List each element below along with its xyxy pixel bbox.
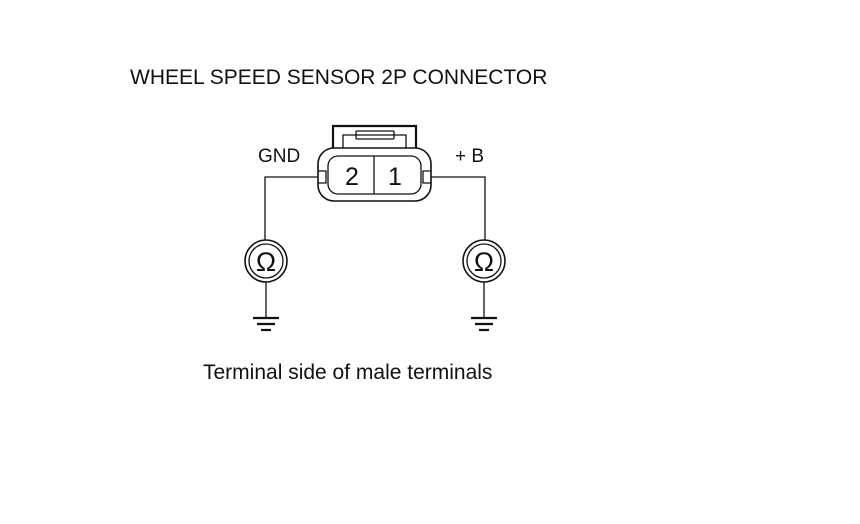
pin-1-number: 1 (388, 163, 402, 191)
ohm-symbol-left: Ω (256, 247, 276, 277)
diagram-caption: Terminal side of male terminals (203, 361, 492, 384)
ground-right-icon (471, 316, 497, 332)
right-wire (431, 176, 486, 240)
gnd-label: GND (258, 146, 300, 167)
diagram-title: WHEEL SPEED SENSOR 2P CONNECTOR (130, 66, 547, 89)
connector-icon (317, 124, 432, 202)
ohmmeter-right-icon: Ω (462, 239, 506, 283)
plus-b-label: + B (455, 146, 484, 167)
ohm-symbol-right: Ω (474, 247, 494, 277)
left-wire (264, 176, 318, 240)
ohmmeter-left-icon: Ω (244, 239, 288, 283)
pin-2-number: 2 (345, 163, 359, 191)
ground-left-icon (253, 316, 279, 332)
